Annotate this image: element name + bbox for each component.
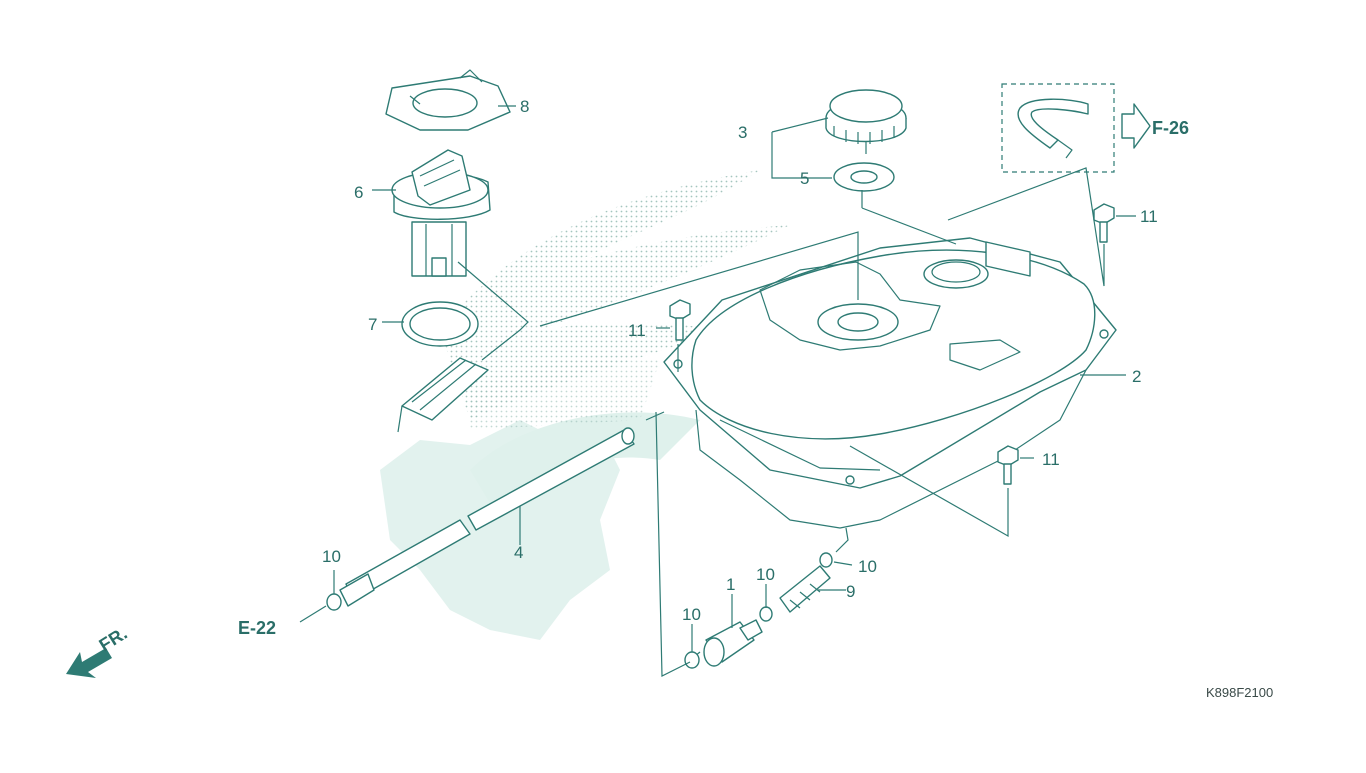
part-10-clamp-a[interactable] — [326, 593, 342, 611]
part-3-fuel-cap[interactable] — [825, 89, 907, 154]
part-9-fuel-hose[interactable] — [779, 565, 831, 613]
part-1-fuel-filter[interactable] — [689, 619, 763, 667]
label-part-5: 5 — [800, 169, 809, 188]
part-10-clamp-c[interactable] — [759, 606, 773, 622]
part-6-fuel-pump[interactable] — [391, 149, 529, 361]
front-direction-arrow-icon — [66, 648, 112, 678]
part-8-lock-ring[interactable] — [385, 69, 511, 131]
label-part-10a: 10 — [322, 547, 341, 566]
part-11-bolt-left[interactable] — [669, 299, 691, 341]
fuel-level-float[interactable] — [397, 357, 489, 433]
part-5-washer[interactable] — [833, 162, 895, 192]
f26-reference-arrow-icon — [1121, 103, 1151, 149]
front-label: FR. — [96, 623, 131, 655]
label-part-6: 6 — [354, 183, 363, 202]
label-part-2: 2 — [1132, 367, 1141, 386]
label-part-4: 4 — [514, 543, 523, 562]
label-part-9: 9 — [846, 582, 855, 601]
label-part-10d: 10 — [858, 557, 877, 576]
label-part-1: 1 — [726, 575, 735, 594]
label-part-10c: 10 — [756, 565, 775, 584]
reference-e22[interactable]: E-22 — [238, 618, 276, 638]
label-part-7: 7 — [368, 315, 377, 334]
part-10-clamp-d[interactable] — [819, 552, 833, 568]
label-part-11a: 11 — [1140, 207, 1158, 226]
label-part-11c: 11 — [1042, 450, 1060, 469]
label-part-11b: 11 — [628, 321, 646, 340]
part-2-fuel-tank[interactable] — [663, 237, 1117, 553]
leader-lines — [299, 105, 1136, 677]
reference-f26[interactable]: F-26 — [1152, 118, 1189, 138]
breather-hose-detail[interactable] — [1001, 83, 1115, 173]
label-part-3: 3 — [738, 123, 747, 142]
drawing-code: K898F2100 — [1206, 685, 1273, 700]
part-7-gasket[interactable] — [401, 301, 479, 347]
part-10-clamp-b[interactable] — [684, 651, 700, 669]
label-part-10b: 10 — [682, 605, 701, 624]
part-4-fuel-hose[interactable] — [339, 427, 635, 607]
label-part-8: 8 — [520, 97, 529, 116]
part-11-bolt-bottom-right[interactable] — [997, 445, 1019, 485]
